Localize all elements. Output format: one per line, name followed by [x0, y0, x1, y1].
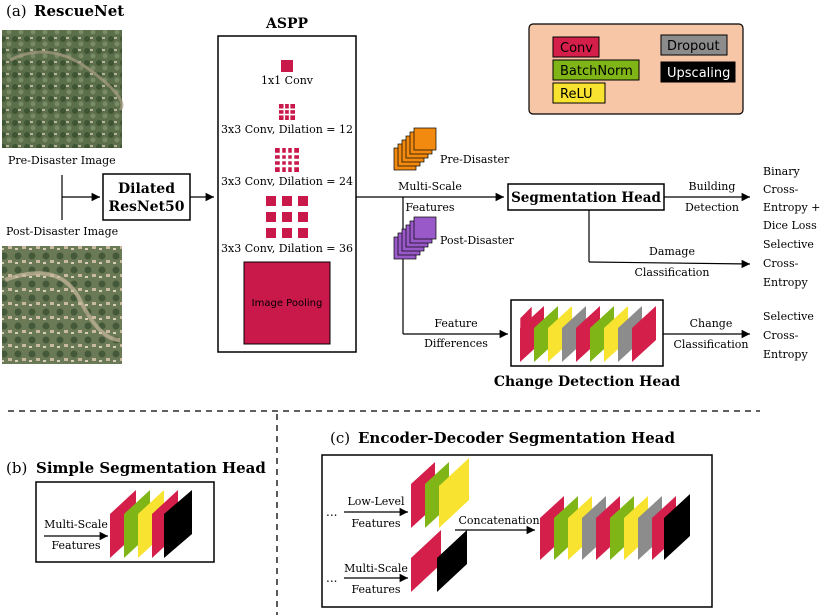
damage-label-2: Classification [634, 266, 709, 279]
change-loss-2: Cross- [763, 329, 799, 342]
image-pooling-label: Image Pooling [252, 298, 323, 309]
section-c-title: Encoder-Decoder Segmentation Head [358, 429, 676, 447]
aspp-1x1-kernel [281, 60, 293, 72]
post-image-road [4, 271, 121, 342]
concat-label: Concatenation [458, 514, 539, 527]
feature-diff-label-2: Differences [424, 337, 488, 350]
legend-upscaling-label: Upscaling [667, 66, 730, 81]
section-a-prefix: (a) [6, 2, 27, 20]
encdec-multiscale-label-2: Features [351, 583, 400, 596]
low-level-layers [411, 458, 469, 528]
section-b-title: Simple Segmentation Head [36, 459, 266, 477]
pre-disaster-feature-label: Pre-Disaster [440, 153, 510, 166]
backbone-box [102, 173, 191, 221]
multiscale-label-1: Multi-Scale [398, 180, 462, 193]
multiscale-upscale-layers [411, 530, 467, 592]
decoder-layers [540, 494, 690, 560]
change-loss-1: Selective [763, 310, 814, 323]
aspp-title: ASPP [265, 16, 309, 32]
pre-image-road [9, 50, 124, 112]
legend-batchnorm-swatch [552, 59, 640, 81]
change-loss-3: Entropy [763, 348, 808, 361]
building-label-1: Building [689, 180, 736, 193]
legend-relu-label: ReLU [560, 87, 593, 102]
post-disaster-feature-label: Post-Disaster [440, 234, 514, 247]
aspp-conv12-label: 3x3 Conv, Dilation = 12 [221, 123, 353, 136]
legend-batchnorm-label: BatchNorm [560, 64, 633, 79]
damage-label-1: Damage [649, 245, 695, 258]
binary-loss-2: Cross- [763, 183, 799, 196]
legend-relu-swatch [552, 82, 606, 104]
backbone-line2: ResNet50 [108, 199, 184, 215]
pre-disaster-image [2, 30, 122, 148]
damage-loss-3: Entropy [763, 276, 808, 289]
section-a-title: RescueNet [34, 2, 124, 20]
aspp-conv1-label: 1x1 Conv [261, 74, 314, 87]
damage-loss-2: Cross- [763, 257, 799, 270]
pre-disaster-feature-stack [393, 127, 437, 171]
change-label-1: Change [690, 317, 733, 330]
section-c-prefix: (c) [330, 429, 350, 447]
legend-conv-label: Conv [560, 41, 593, 56]
binary-loss-3: Entropy + [763, 201, 820, 214]
post-disaster-feature-stack [393, 216, 437, 260]
change-head-layers [519, 305, 656, 363]
damage-loss-1: Selective [763, 238, 814, 251]
legend-upscaling-swatch [660, 61, 736, 83]
aspp-conv36-label: 3x3 Conv, Dilation = 36 [221, 242, 353, 255]
encdec-dots-2: ... [326, 571, 337, 585]
segmentation-head-label: Segmentation Head [511, 190, 661, 206]
encdec-dots-1: ... [326, 505, 337, 519]
encdec-multiscale-label-1: Multi-Scale [344, 562, 408, 575]
backbone-line1: Dilated [118, 181, 175, 197]
multiscale-label-2: Features [405, 201, 454, 214]
pre-disaster-label: Pre-Disaster Image [8, 154, 116, 167]
simple-head-label-1: Multi-Scale [44, 518, 108, 531]
aspp-dilation12-kernel [279, 104, 295, 120]
simple-head-layers [110, 490, 192, 558]
aspp-conv24-label: 3x3 Conv, Dilation = 24 [221, 175, 353, 188]
change-detection-head-label: Change Detection Head [494, 374, 680, 390]
building-label-2: Detection [685, 201, 739, 214]
change-label-2: Classification [673, 338, 748, 351]
post-disaster-image [2, 246, 122, 364]
damage-arrow [588, 259, 751, 269]
legend-conv-swatch [552, 36, 600, 58]
section-b-prefix: (b) [6, 459, 27, 477]
feature-diff-label-1: Feature [434, 317, 477, 330]
low-level-label-2: Features [351, 517, 400, 530]
legend-dropout-label: Dropout [667, 39, 720, 54]
legend-dropout-swatch [660, 34, 728, 56]
aspp-dilation24-kernel [275, 148, 299, 172]
image-pooling-block [243, 261, 331, 345]
binary-loss-1: Binary [763, 165, 801, 178]
segmentation-head-box [507, 183, 665, 211]
low-level-label-1: Low-Level [347, 495, 405, 508]
binary-loss-4: Dice Loss [763, 219, 817, 232]
simple-head-label-2: Features [51, 539, 100, 552]
aspp-dilation36-kernel [266, 196, 308, 238]
post-disaster-label: Post-Disaster Image [6, 225, 118, 238]
